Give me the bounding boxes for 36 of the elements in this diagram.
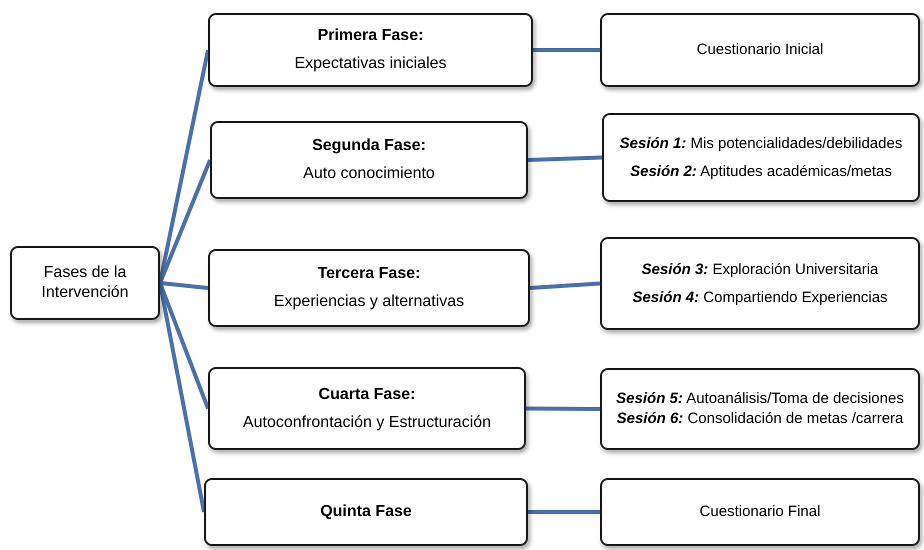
- process-box: [600, 13, 920, 87]
- connector-line: [528, 510, 600, 514]
- process-box: [208, 13, 533, 87]
- process-box: [602, 113, 920, 202]
- connector-line: [158, 282, 210, 410]
- box-text: Sesión 2: Aptitudes académicas/metas: [630, 162, 892, 182]
- box-text: Expectativas iniciales: [294, 54, 447, 74]
- process-box: [204, 478, 528, 546]
- process-box: [208, 367, 526, 450]
- connector-line: [533, 48, 600, 52]
- box-text: Sesión 5: Autoanálisis/Toma de decisiones Sesión 6: Consolidación de metas /carrera: [615, 389, 905, 429]
- box-heading: Cuarta Fase:: [318, 384, 416, 404]
- box-text: Sesión 3: Exploración Universitaria: [642, 260, 878, 280]
- box-text: Cuestionario Final: [700, 502, 820, 522]
- process-box: [10, 246, 160, 320]
- process-box: [208, 249, 530, 327]
- box-text: Experiencias y alternativas: [274, 292, 464, 312]
- box-text: Sesión 4: Compartiendo Experiencias: [632, 288, 888, 308]
- box-text: Cuestionario Inicial: [696, 40, 824, 60]
- connector-line: [530, 282, 600, 290]
- connector-line: [158, 159, 212, 284]
- process-box: [600, 237, 920, 330]
- connector-line: [528, 156, 602, 162]
- box-text: Sesión 1: Mis potencialidades/debilidades: [620, 134, 902, 154]
- box-text: Fases de la Intervención: [40, 263, 130, 303]
- box-text: Auto conocimiento: [303, 164, 435, 184]
- process-box: [210, 121, 528, 199]
- box-heading: Segunda Fase:: [312, 136, 426, 156]
- box-heading: Quinta Fase: [320, 502, 412, 522]
- process-box: [600, 478, 920, 546]
- box-text: Autoconfrontación y Estructuración: [242, 412, 492, 432]
- connector-line: [160, 281, 208, 290]
- process-box: [600, 368, 920, 450]
- box-heading: Primera Fase:: [318, 26, 424, 46]
- connector-line: [526, 406, 600, 411]
- box-heading: Tercera Fase:: [318, 264, 420, 284]
